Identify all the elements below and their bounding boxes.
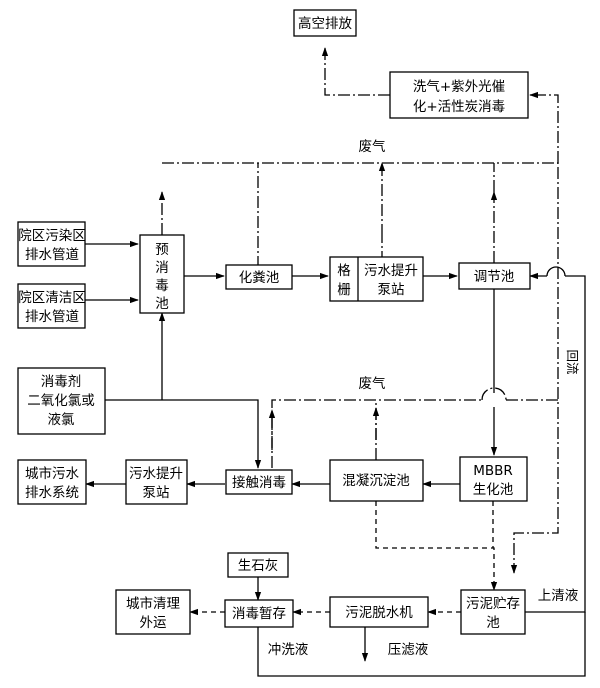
- svg-text:排水系统: 排水系统: [25, 485, 79, 501]
- svg-text:MBBR: MBBR: [473, 463, 513, 479]
- svg-text:排水管道: 排水管道: [25, 247, 79, 263]
- svg-text:高空排放: 高空排放: [298, 15, 352, 32]
- box-sludge-storage-tank: 污泥贮存 池: [460, 589, 526, 635]
- flow-lines: [85, 47, 586, 677]
- svg-text:液氯: 液氯: [48, 412, 75, 428]
- label-flush-liquid: 冲洗液: [268, 642, 309, 658]
- label-supernatant: 上清液: [538, 588, 579, 604]
- box-screen-lift-station: 格 栅 污水提升 泵站: [329, 256, 424, 302]
- label-waste-gas-mid: 废气: [359, 376, 386, 392]
- svg-text:院区污染区: 院区污染区: [18, 228, 86, 244]
- box-city-sewer: 城市污水 排水系统: [17, 459, 87, 505]
- box-scrubber: 洗气+紫外光催 化+活性炭消毒: [389, 71, 529, 119]
- svg-text:污水提升: 污水提升: [364, 263, 418, 279]
- svg-text:毒: 毒: [155, 278, 169, 294]
- box-hospital-contaminated-drain: 院区污染区 排水管道: [17, 221, 86, 267]
- box-disinfectant: 消毒剂 二氧化氯或 液氯: [17, 367, 106, 435]
- svg-text:化+活性炭消毒: 化+活性炭消毒: [413, 99, 505, 115]
- svg-text:接触消毒: 接触消毒: [232, 474, 286, 491]
- svg-text:格: 格: [337, 263, 351, 279]
- svg-text:外运: 外运: [140, 615, 167, 631]
- svg-text:城市污水: 城市污水: [25, 465, 79, 482]
- svg-text:泵站: 泵站: [143, 485, 170, 501]
- svg-text:池: 池: [155, 296, 169, 312]
- svg-text:二氧化氯或: 二氧化氯或: [27, 393, 95, 409]
- box-sludge-dewatering: 污泥脱水机: [329, 596, 429, 628]
- svg-text:消毒暂存: 消毒暂存: [232, 606, 286, 622]
- label-return-flow: 回流: [565, 349, 580, 375]
- svg-text:城市清理: 城市清理: [126, 595, 180, 612]
- box-mbbr-bioreactor: MBBR 生化池: [459, 456, 528, 502]
- svg-text:污泥贮存: 污泥贮存: [466, 596, 520, 612]
- label-waste-gas-top: 废气: [359, 139, 386, 155]
- svg-text:消: 消: [155, 260, 169, 276]
- box-contact-disinfection: 接触消毒: [225, 469, 293, 495]
- svg-text:混凝沉淀池: 混凝沉淀池: [342, 473, 410, 489]
- box-high-altitude: 高空排放: [293, 9, 357, 37]
- svg-text:调节池: 调节池: [474, 269, 515, 285]
- box-regulating-tank: 调节池: [458, 262, 531, 290]
- svg-text:生石灰: 生石灰: [238, 558, 279, 574]
- label-filtrate: 压滤液: [388, 642, 429, 658]
- box-quicklime: 生石灰: [227, 552, 289, 578]
- svg-text:栅: 栅: [337, 282, 351, 298]
- box-coagulation-sedimentation: 混凝沉淀池: [329, 459, 424, 502]
- box-septic-tank: 化粪池: [225, 264, 293, 290]
- svg-text:污泥脱水机: 污泥脱水机: [345, 605, 413, 621]
- box-predisinfection-tank: 预 消 毒 池: [139, 234, 185, 314]
- svg-text:池: 池: [486, 615, 500, 631]
- svg-text:生化池: 生化池: [473, 482, 514, 498]
- box-lift-station-2: 污水提升 泵站: [125, 459, 188, 505]
- svg-text:排水管道: 排水管道: [25, 309, 79, 325]
- box-disinfection-temp-storage: 消毒暂存: [224, 599, 294, 628]
- svg-text:预: 预: [155, 242, 169, 258]
- svg-text:消毒剂: 消毒剂: [41, 374, 82, 390]
- svg-text:化粪池: 化粪池: [239, 270, 280, 286]
- svg-text:院区清洁区: 院区清洁区: [18, 290, 86, 306]
- box-hospital-clean-drain: 院区清洁区 排水管道: [17, 283, 86, 329]
- svg-text:污水提升: 污水提升: [129, 466, 183, 482]
- box-city-cleaning-transport: 城市清理 外运: [115, 589, 191, 635]
- svg-text:洗气+紫外光催: 洗气+紫外光催: [413, 79, 505, 95]
- svg-text:泵站: 泵站: [378, 282, 405, 298]
